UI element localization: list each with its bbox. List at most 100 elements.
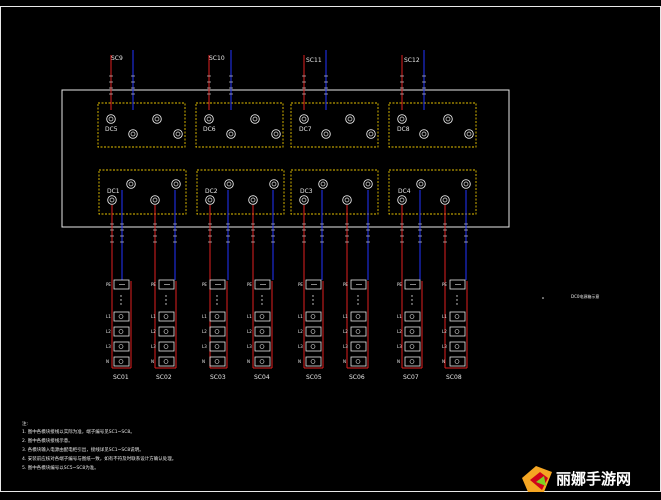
strip-block-mark [355,359,361,364]
strip-block [209,326,226,337]
terminal-icon [416,179,426,189]
terminal-core-icon [347,116,353,122]
terminal-icon [271,129,281,139]
strip-tag: L3 [106,344,111,349]
terminal-icon [366,129,376,139]
terminal-icon [204,114,214,124]
terminal-icon [107,195,117,205]
note-line: 5. 图中各模块编号以SC5~SC8为准。 [22,464,99,471]
strip-block [449,341,466,352]
strip-dot [261,299,263,301]
strip-dot [357,303,359,305]
strip-block [350,311,367,322]
terminal-core-icon [109,197,115,203]
terminal-core-icon [152,197,158,203]
terminal-icon [397,195,407,205]
strip-block [449,356,466,367]
strip-block [158,356,175,367]
strip-block-mark [259,344,265,349]
terminal-core-icon [301,197,307,203]
strip-block-mark [409,359,415,364]
strip-tag: L2 [106,329,111,334]
strip-tag: PE [442,282,447,287]
strip-dot [120,295,122,297]
bottom-label: SC04 [254,374,270,381]
strip-block-mark [310,359,316,364]
module-label: DC4 [398,188,411,195]
terminal-core-icon [250,197,256,203]
strip-block-mark [454,314,460,319]
strip-dot [411,295,413,297]
strip-tag: L1 [202,314,207,319]
strip-block-mark [355,329,361,334]
strip-block [305,311,322,322]
strip-block-mark [409,314,415,319]
cabinet-outline [61,89,510,228]
strip-tag: L3 [298,344,303,349]
strip-tag: PE [247,282,252,287]
strip-tag: PE [151,282,156,287]
terminal-core-icon [207,197,213,203]
strip-dot [456,303,458,305]
strip-block [158,326,175,337]
terminal-core-icon [206,116,212,122]
terminal-core-icon [128,181,134,187]
module-label: DC5 [105,126,118,133]
strip-tag: L3 [343,344,348,349]
strip-tag: L3 [247,344,252,349]
top-label: SC12 [404,57,420,64]
strip-tag: N [442,359,445,364]
drawing-frame [0,6,661,492]
terminal-core-icon [445,116,451,122]
terminal-core-icon [173,181,179,187]
strip-tag: L1 [151,314,156,319]
strip-block [254,341,271,352]
strip-tag: L1 [442,314,447,319]
terminal-icon [440,195,450,205]
note-line: 1. 图中各模块接线以实际为准，端子编号见SC1~SC8。 [22,428,135,435]
strip-dot [165,303,167,305]
strip-block-mark [355,314,361,319]
top-label: SC10 [209,55,225,62]
terminal-core-icon [466,131,472,137]
strip-block [113,311,130,322]
strip-dot [216,299,218,301]
note-line: 4. 安装前应核对各端子编号与图纸一致，如有不符及时联系设计方确认处理。 [22,455,176,462]
terminal-core-icon [418,181,424,187]
terminal-core-icon [252,116,258,122]
strip-tag: PE [106,282,111,287]
side-dot [542,297,544,299]
module-box-lower [98,169,187,215]
bottom-label: SC07 [403,374,419,381]
strip-block-mark [118,359,124,364]
terminal-core-icon [365,181,371,187]
module-label: DC2 [205,188,218,195]
strip-block [254,311,271,322]
terminal-core-icon [368,131,374,137]
strip-dot [312,303,314,305]
strip-dot [165,295,167,297]
strip-tag: N [151,359,154,364]
side-note: DC0电源箱示意 [571,293,599,299]
terminal-icon [173,129,183,139]
strip-block [209,311,226,322]
terminal-core-icon [301,116,307,122]
strip-block-mark [118,314,124,319]
strip-block [158,341,175,352]
watermark-text: 丽娜手游网 [556,470,631,488]
strip-block [404,279,421,290]
terminal-icon [171,179,181,189]
strip-dot [357,295,359,297]
strip-tag: N [202,359,205,364]
strip-block [209,279,226,290]
terminal-core-icon [154,116,160,122]
strip-block-mark [310,329,316,334]
strip-tag: PE [202,282,207,287]
strip-block [158,279,175,290]
strip-dot [261,303,263,305]
strip-block-mark [118,329,124,334]
terminal-icon [443,114,453,124]
strip-block-mark [454,359,460,364]
strip-block-mark [409,344,415,349]
strip-tag: L2 [442,329,447,334]
